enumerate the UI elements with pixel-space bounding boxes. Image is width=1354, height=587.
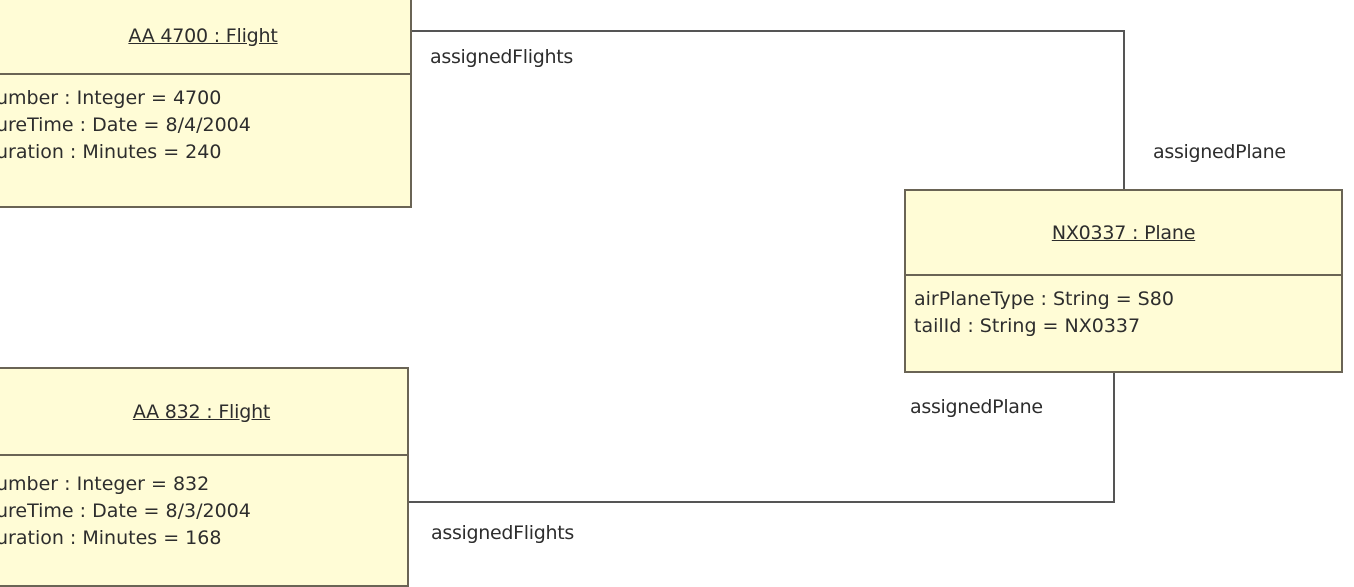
role-label-assigned-plane-top: assignedPlane	[1153, 141, 1286, 163]
role-label-assigned-flights-top: assignedFlights	[430, 46, 574, 68]
link-bottom-vertical	[1113, 371, 1115, 503]
attribute-compartment: airPlaneType : String = S80 tailId : Str…	[914, 286, 1341, 340]
object-name: AA 832 : Flight	[132, 400, 271, 423]
object-plane-nx0337[interactable]: NX0337 : Plane airPlaneType : String = S…	[904, 189, 1343, 373]
object-name: AA 4700 : Flight	[128, 24, 278, 47]
object-name: NX0337 : Plane	[1051, 221, 1196, 244]
role-label-assigned-flights-bottom: assignedFlights	[431, 522, 575, 544]
object-flight-aa4700[interactable]: AA 4700 : Flight umber : Integer = 4700 …	[0, 0, 412, 208]
role-label-assigned-plane-bottom: assignedPlane	[910, 396, 1043, 418]
attribute-number: umber : Integer = 832	[0, 473, 210, 495]
attribute-compartment: umber : Integer = 4700 ureTime : Date = …	[0, 85, 410, 166]
object-name-compartment: AA 4700 : Flight	[0, 0, 410, 75]
object-flight-aa832[interactable]: AA 832 : Flight umber : Integer = 832 ur…	[0, 367, 409, 587]
object-name-compartment: AA 832 : Flight	[0, 369, 407, 456]
attribute-duration: uration : Minutes = 240	[0, 141, 222, 163]
attribute-duration: uration : Minutes = 168	[0, 527, 222, 549]
attribute-tail-id: tailId : String = NX0337	[914, 315, 1141, 337]
attribute-airplane-type: airPlaneType : String = S80	[914, 288, 1174, 310]
attribute-departure-time: ureTime : Date = 8/3/2004	[0, 500, 251, 522]
attribute-departure-time: ureTime : Date = 8/4/2004	[0, 114, 251, 136]
link-bottom-horizontal	[406, 501, 1115, 503]
link-top-horizontal	[409, 30, 1125, 32]
attribute-number: umber : Integer = 4700	[0, 87, 222, 109]
object-name-compartment: NX0337 : Plane	[906, 191, 1341, 276]
attribute-compartment: umber : Integer = 832 ureTime : Date = 8…	[0, 471, 407, 552]
link-top-vertical	[1123, 30, 1125, 191]
